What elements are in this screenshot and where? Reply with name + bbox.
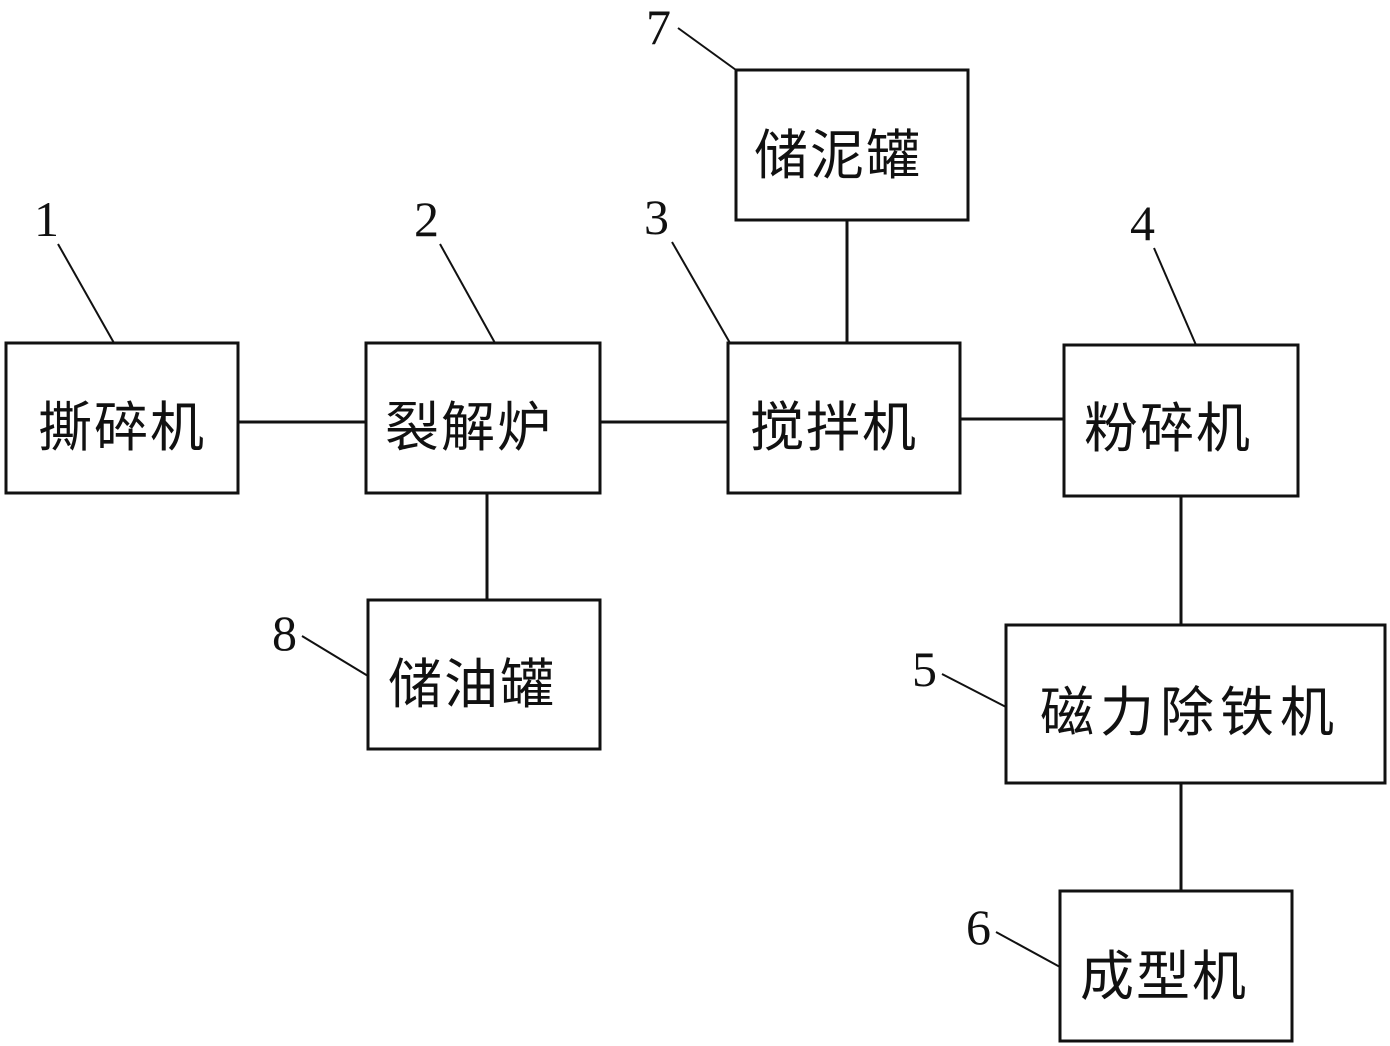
node-number-5: 5: [912, 641, 937, 697]
node-number-3: 3: [644, 189, 669, 245]
node-label-1: 撕碎机: [38, 396, 206, 459]
node-label-6: 成型机: [1080, 945, 1248, 1008]
node-box-1: [4, 341, 240, 495]
node-box-6: [1058, 889, 1294, 1043]
node-label-5: 磁力除铁机: [1040, 681, 1340, 744]
node-box-4: [1062, 343, 1300, 498]
node-box-5: [1004, 623, 1387, 785]
leader-line-5: [941, 673, 1007, 708]
node-number-1: 1: [34, 191, 59, 247]
leader-line-1: [57, 243, 115, 344]
node-box-3: [726, 341, 962, 495]
leader-line-2: [439, 243, 496, 344]
node-number-6: 6: [966, 899, 991, 955]
node-box-7: [734, 68, 970, 222]
leader-line-7: [677, 27, 737, 71]
node-label-2: 裂解炉: [385, 396, 553, 459]
node-label-4: 粉碎机: [1084, 397, 1252, 460]
leader-line-4: [1153, 247, 1197, 346]
node-number-4: 4: [1130, 195, 1155, 251]
leader-line-6: [995, 931, 1061, 968]
node-box-2: [364, 341, 602, 495]
node-number-7: 7: [646, 0, 671, 55]
leader-line-8: [301, 635, 369, 677]
node-number-8: 8: [272, 605, 297, 661]
node-label-8: 储油罐: [388, 653, 556, 716]
node-box-8: [366, 598, 602, 751]
leader-line-3: [671, 241, 731, 344]
node-label-7: 储泥罐: [754, 124, 922, 187]
node-label-3: 搅拌机: [750, 396, 918, 459]
node-number-2: 2: [414, 191, 439, 247]
